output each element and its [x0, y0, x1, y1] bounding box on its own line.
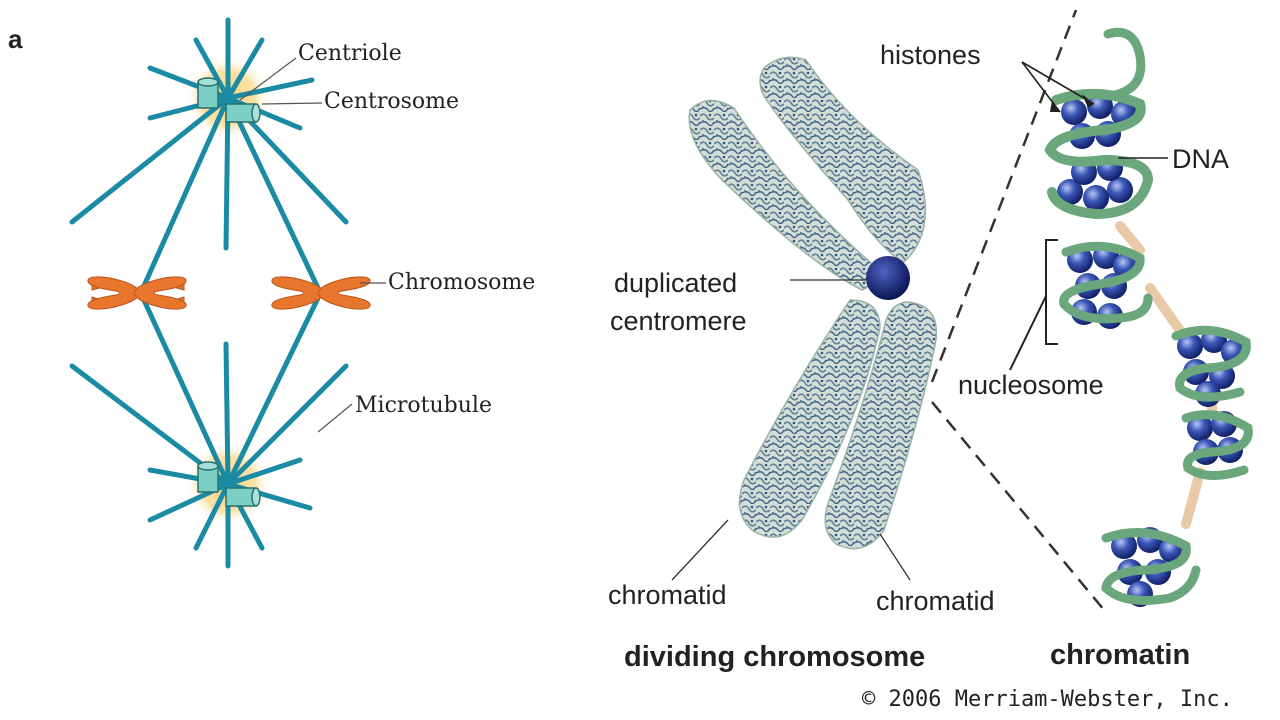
histone-arrow-1	[1082, 94, 1094, 108]
centrosome-label: Centrosome	[324, 89, 459, 114]
panel-label: a	[8, 24, 23, 54]
nucleosome-3	[1171, 325, 1251, 407]
copyright-notice: © 2006 Merriam-Webster, Inc.	[862, 687, 1233, 712]
chromosome-label: Chromosome	[388, 270, 535, 295]
dna-label: DNA	[1172, 144, 1229, 174]
centromere-label-line2: centromere	[610, 306, 747, 336]
microtubule-label: Microtubule	[355, 393, 492, 418]
chromosome-right	[271, 276, 371, 310]
chromatid-arm-lower-right	[824, 301, 938, 550]
zoom-dashed-lines	[930, 9, 1105, 611]
centromere	[866, 256, 910, 300]
histones-label: histones	[880, 40, 981, 70]
spindle-leader-lines	[239, 57, 386, 433]
chromatid-right-label: chromatid	[876, 586, 995, 616]
centriole-top	[197, 77, 261, 123]
nucleosome-4	[1181, 410, 1253, 480]
dividing-chromosome-panel: duplicated centromere chromatid chromati…	[608, 56, 995, 673]
chromatin-panel: histones DNA nucleosome chromatin	[880, 9, 1253, 671]
nucleosome-1	[1044, 88, 1154, 220]
nucleosome-label: nucleosome	[958, 370, 1104, 400]
spindle-panel: a	[8, 17, 535, 569]
nucleosome-5	[1101, 527, 1201, 607]
centriole-bottom	[197, 461, 261, 507]
chromatin-title: chromatin	[1050, 639, 1190, 671]
chromatid-arm-upper-right	[759, 56, 927, 263]
centriole-label: Centriole	[298, 41, 402, 66]
centromere-label-line1: duplicated	[614, 268, 737, 298]
nucleosome-bracket	[1009, 239, 1058, 371]
chromosome-leader-lines	[671, 279, 911, 581]
dna-tail-top	[1103, 27, 1146, 101]
dividing-chromosome-title: dividing chromosome	[624, 641, 925, 673]
histone-arrow-2	[1050, 100, 1060, 112]
chromosome-left	[87, 276, 187, 310]
nucleosome-2	[1059, 241, 1153, 329]
chromatid-arm-lower-left	[738, 299, 881, 538]
chromatid-left-label: chromatid	[608, 580, 727, 610]
